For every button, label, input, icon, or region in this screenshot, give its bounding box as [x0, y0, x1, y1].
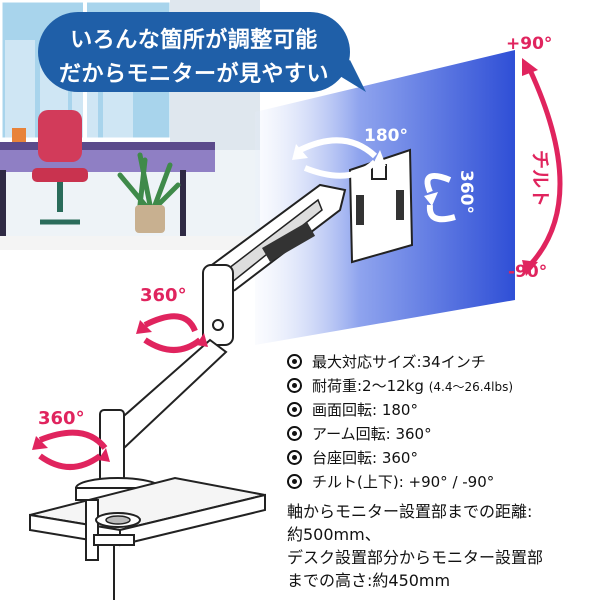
screen-rotation-label: 180° — [364, 126, 408, 146]
distance-line-3: デスク設置部分からモニター設置部 — [287, 548, 544, 567]
spec-label: 最大対応サイズ:34インチ — [312, 353, 486, 371]
spec-item: 最大対応サイズ:34インチ — [287, 351, 486, 372]
base-rotation-label: 360° — [38, 408, 85, 429]
spec-item: 耐荷重:2〜12kg (4.4〜26.4lbs) — [287, 375, 513, 396]
bullet-icon — [287, 426, 302, 441]
spec-label: チルト(上下): +90° / -90° — [312, 473, 495, 491]
spec-item: 画面回転: 180° — [287, 399, 418, 420]
bullet-icon — [287, 450, 302, 465]
distance-line-2: 約500mm、 — [287, 525, 381, 544]
spec-note: (4.4〜26.4lbs) — [428, 380, 514, 394]
bullet-icon — [287, 354, 302, 369]
spec-label: 台座回転: 360° — [312, 449, 418, 467]
spec-item: チルト(上下): +90° / -90° — [287, 471, 494, 492]
bullet-icon — [287, 378, 302, 393]
bullet-icon — [287, 402, 302, 417]
distance-line-1: 軸からモニター設置部までの距離: — [287, 502, 533, 521]
tilt-bottom-label: -90° — [508, 262, 548, 282]
tilt-label: チルト — [529, 150, 551, 208]
headline-line-1: いろんな箇所が調整可能 — [70, 28, 318, 53]
spec-label: 画面回転: 180° — [312, 401, 418, 419]
spec-item: 台座回転: 360° — [287, 447, 418, 468]
spec-item: アーム回転: 360° — [287, 423, 432, 444]
arm-rotation-label: 360° — [140, 285, 187, 306]
headline-line-2: だからモニターが見やすい — [58, 62, 329, 87]
tilt-top-label: +90° — [506, 34, 553, 54]
bullet-icon — [287, 474, 302, 489]
spec-label: 耐荷重:2〜12kg — [312, 377, 424, 395]
spec-label: アーム回転: 360° — [312, 425, 432, 443]
distance-line-4: までの高さ:約450mm — [287, 571, 451, 590]
screen-side-rotation-label: 360° — [456, 170, 476, 214]
headline-bubble: いろんな箇所が調整可能 だからモニターが見やすい — [38, 12, 350, 92]
bubble-tail — [330, 60, 366, 92]
